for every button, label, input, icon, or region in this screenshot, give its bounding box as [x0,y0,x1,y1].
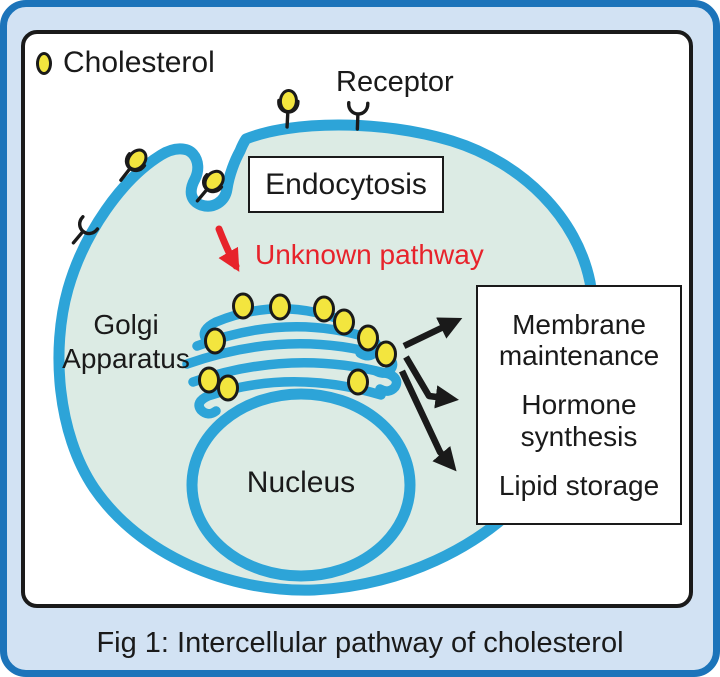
golgi-cholesterol-group [198,292,397,402]
cholesterol-icon [357,324,379,352]
golgi-cisterna [188,358,402,396]
unknown-pathway-arrow [215,225,240,272]
nucleus [186,388,416,582]
arrow-hormone-synthesis [403,355,459,409]
cholesterol-icon [278,89,298,114]
nucleus-label: Nucleus [246,466,356,499]
receptor-with-cholesterol [195,169,225,203]
function-item-lipid-storage: Lipid storage [498,469,660,501]
cholesterol-legend: Cholesterol [36,46,215,80]
cholesterol-icon [198,366,220,394]
cholesterol-icon [203,169,225,192]
golgi-apparatus-label: Golgi Apparatus [62,309,190,375]
receptor-with-cholesterol [119,148,148,182]
cholesterol-icon [333,308,355,336]
receptor-with-cholesterol [277,89,300,129]
function-item-hormone-synthesis: Hormone synthesis [520,389,638,452]
receptor-icon [347,100,370,131]
cholesterol-icon [204,327,226,355]
cholesterol-icon [269,293,291,321]
endocytosis-label: Endocytosis [265,167,427,201]
golgi-cisterna [194,377,386,419]
cholesterol-icon [313,295,335,323]
endocytosis-box: Endocytosis [248,156,444,213]
figure-caption: Fig 1: Intercellular pathway of choleste… [96,627,624,659]
receptor-label: Receptor [336,66,454,98]
cholesterol-icon [375,340,397,368]
receptor-icon [71,215,100,245]
cholesterol-icon [347,368,369,396]
unknown-pathway-label: Unknown pathway [255,239,484,270]
function-item-membrane-maintenance: Membrane maintenance [498,308,660,372]
cholesterol-icon [232,292,254,320]
receptor-arms [71,215,100,245]
receptor-arms [347,100,370,131]
arrow-lipid-storage [399,369,457,472]
cholesterol-functions-box: Membrane maintenance Hormone synthesis L… [476,285,682,525]
cholesterol-icon [36,51,52,75]
cholesterol-legend-label: Cholesterol [63,46,215,79]
cholesterol-icon [126,148,148,171]
cholesterol-icon [217,374,239,402]
arrow-membrane-maintenance [402,317,463,349]
